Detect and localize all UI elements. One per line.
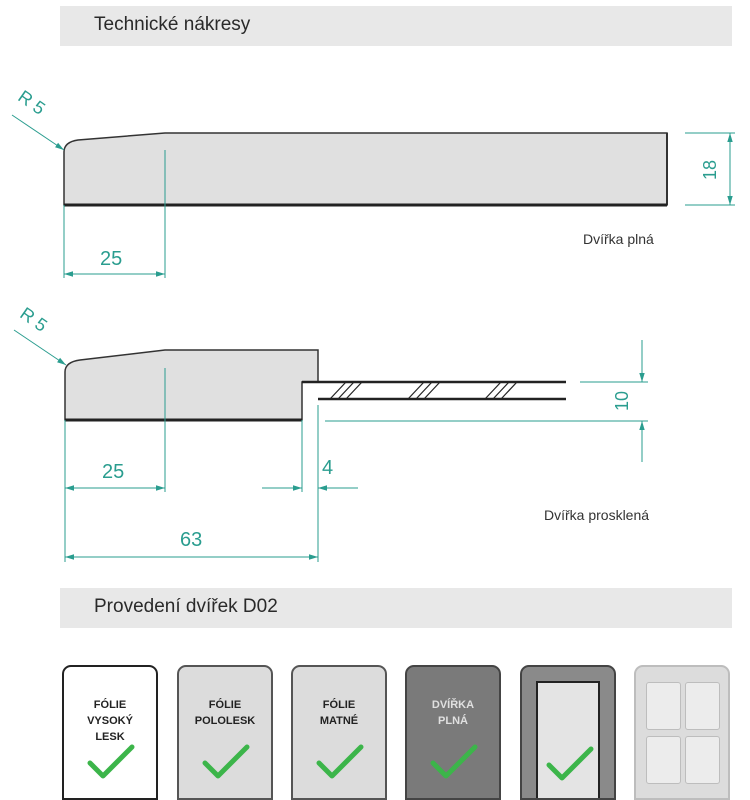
dimension-label-gap: 4 — [322, 457, 333, 479]
solid-door-dimensions — [11, 114, 735, 278]
section-title: Provedení dvířek D02 — [94, 596, 278, 617]
section-header-door-variants: Provedení dvířek D02 — [60, 588, 732, 628]
dimension-label-width: 25 — [102, 461, 124, 483]
four-panel-icon — [646, 682, 720, 798]
dimension-label-glass: 10 — [612, 391, 632, 411]
option-label: FÓLIE POLOLESK — [194, 699, 256, 727]
radius-label: R 5 — [15, 86, 49, 118]
check-icon — [202, 744, 250, 779]
dimension-label-thickness: 18 — [700, 160, 720, 180]
option-label: FÓLIE MATNÉ — [319, 699, 359, 727]
option-label: FÓLIE VYSOKÝ LESK — [87, 699, 133, 743]
check-icon — [430, 744, 478, 779]
check-icon — [546, 746, 594, 781]
door-option-four-panel[interactable] — [634, 665, 730, 800]
finish-option-semi-gloss-foil[interactable]: FÓLIE POLOLESK — [177, 665, 273, 800]
section-title: Technické nákresy — [94, 14, 251, 35]
check-icon — [87, 744, 135, 779]
door-option-solid[interactable]: DVÍŘKA PLNÁ — [405, 665, 501, 800]
radius-label: R 5 — [17, 303, 51, 335]
dimension-label-total: 63 — [180, 529, 202, 551]
technical-drawing: R 5 25 18 Dvířka plná — [11, 86, 735, 562]
glazed-door-profile — [64, 349, 566, 422]
dimension-label-width: 25 — [100, 248, 122, 270]
door-option-glazed[interactable] — [520, 665, 616, 800]
glazed-door-frame-icon — [536, 681, 600, 798]
section-header-technical-drawings: Technické nákresy — [60, 6, 732, 46]
caption-solid-door: Dvířka plná — [583, 231, 654, 247]
finish-option-high-gloss-foil[interactable]: FÓLIE VYSOKÝ LESK — [62, 665, 158, 800]
check-icon — [316, 744, 364, 779]
caption-glazed-door: Dvířka prosklená — [544, 507, 649, 523]
solid-door-profile — [63, 132, 668, 207]
glazed-door-dimensions — [13, 329, 648, 562]
finish-option-matte-foil[interactable]: FÓLIE MATNÉ — [291, 665, 387, 800]
option-label: DVÍŘKA PLNÁ — [431, 699, 475, 727]
